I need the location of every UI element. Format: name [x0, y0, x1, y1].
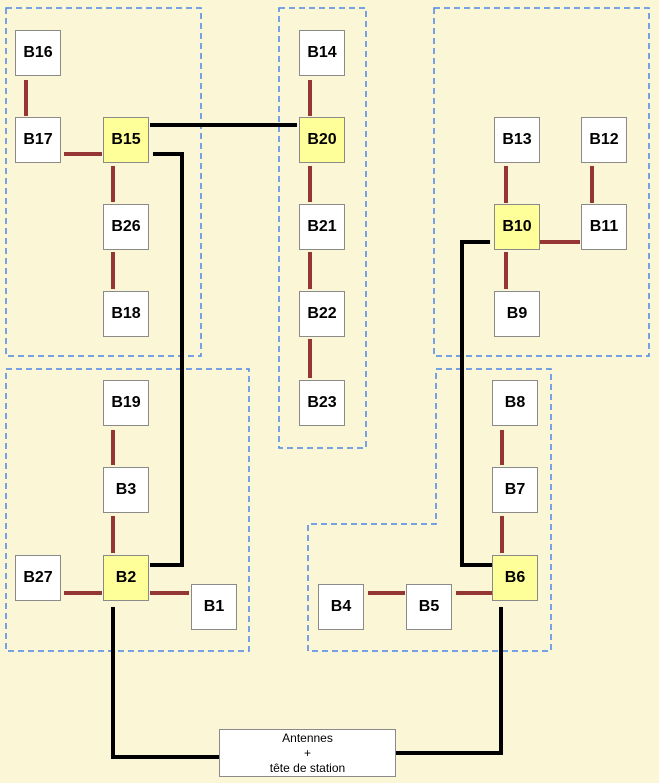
node-b21: B21 — [299, 204, 345, 250]
node-b12: B12 — [581, 117, 627, 163]
node-b11: B11 — [581, 204, 627, 250]
node-b8: B8 — [492, 380, 538, 426]
node-b16: B16 — [15, 30, 61, 76]
node-b10: B10 — [494, 204, 540, 250]
node-b18: B18 — [103, 291, 149, 337]
node-b4: B4 — [318, 584, 364, 630]
trunk-head-b2 — [111, 606, 219, 759]
head-station-line1: Antennes — [282, 730, 333, 745]
group-outline-b15 — [5, 7, 202, 357]
node-b13: B13 — [494, 117, 540, 163]
node-b26: B26 — [103, 204, 149, 250]
node-b19: B19 — [103, 380, 149, 426]
node-b9: B9 — [494, 291, 540, 337]
group-outline-b6 — [307, 368, 552, 652]
group-outline-b10 — [433, 7, 650, 357]
head-station-line2: + — [303, 745, 311, 760]
node-b1: B1 — [191, 584, 237, 630]
trunk-b6-b10 — [460, 240, 493, 567]
node-b2: B2 — [103, 555, 149, 601]
head-station-box: Antennes + tête de station — [219, 729, 396, 777]
node-b3: B3 — [103, 467, 149, 513]
node-b20: B20 — [299, 117, 345, 163]
node-b17: B17 — [15, 117, 61, 163]
group-outline-b20 — [278, 7, 367, 449]
trunk-head-b6 — [396, 606, 503, 755]
node-b27: B27 — [15, 555, 61, 601]
head-station-line3: tête de station — [269, 760, 346, 775]
node-b6: B6 — [492, 555, 538, 601]
node-b14: B14 — [299, 30, 345, 76]
node-b7: B7 — [492, 467, 538, 513]
node-b5: B5 — [406, 584, 452, 630]
node-b22: B22 — [299, 291, 345, 337]
trunk-b2-b15 — [150, 152, 184, 567]
group-outline-b2 — [5, 368, 250, 652]
node-b15: B15 — [103, 117, 149, 163]
node-b23: B23 — [299, 380, 345, 426]
